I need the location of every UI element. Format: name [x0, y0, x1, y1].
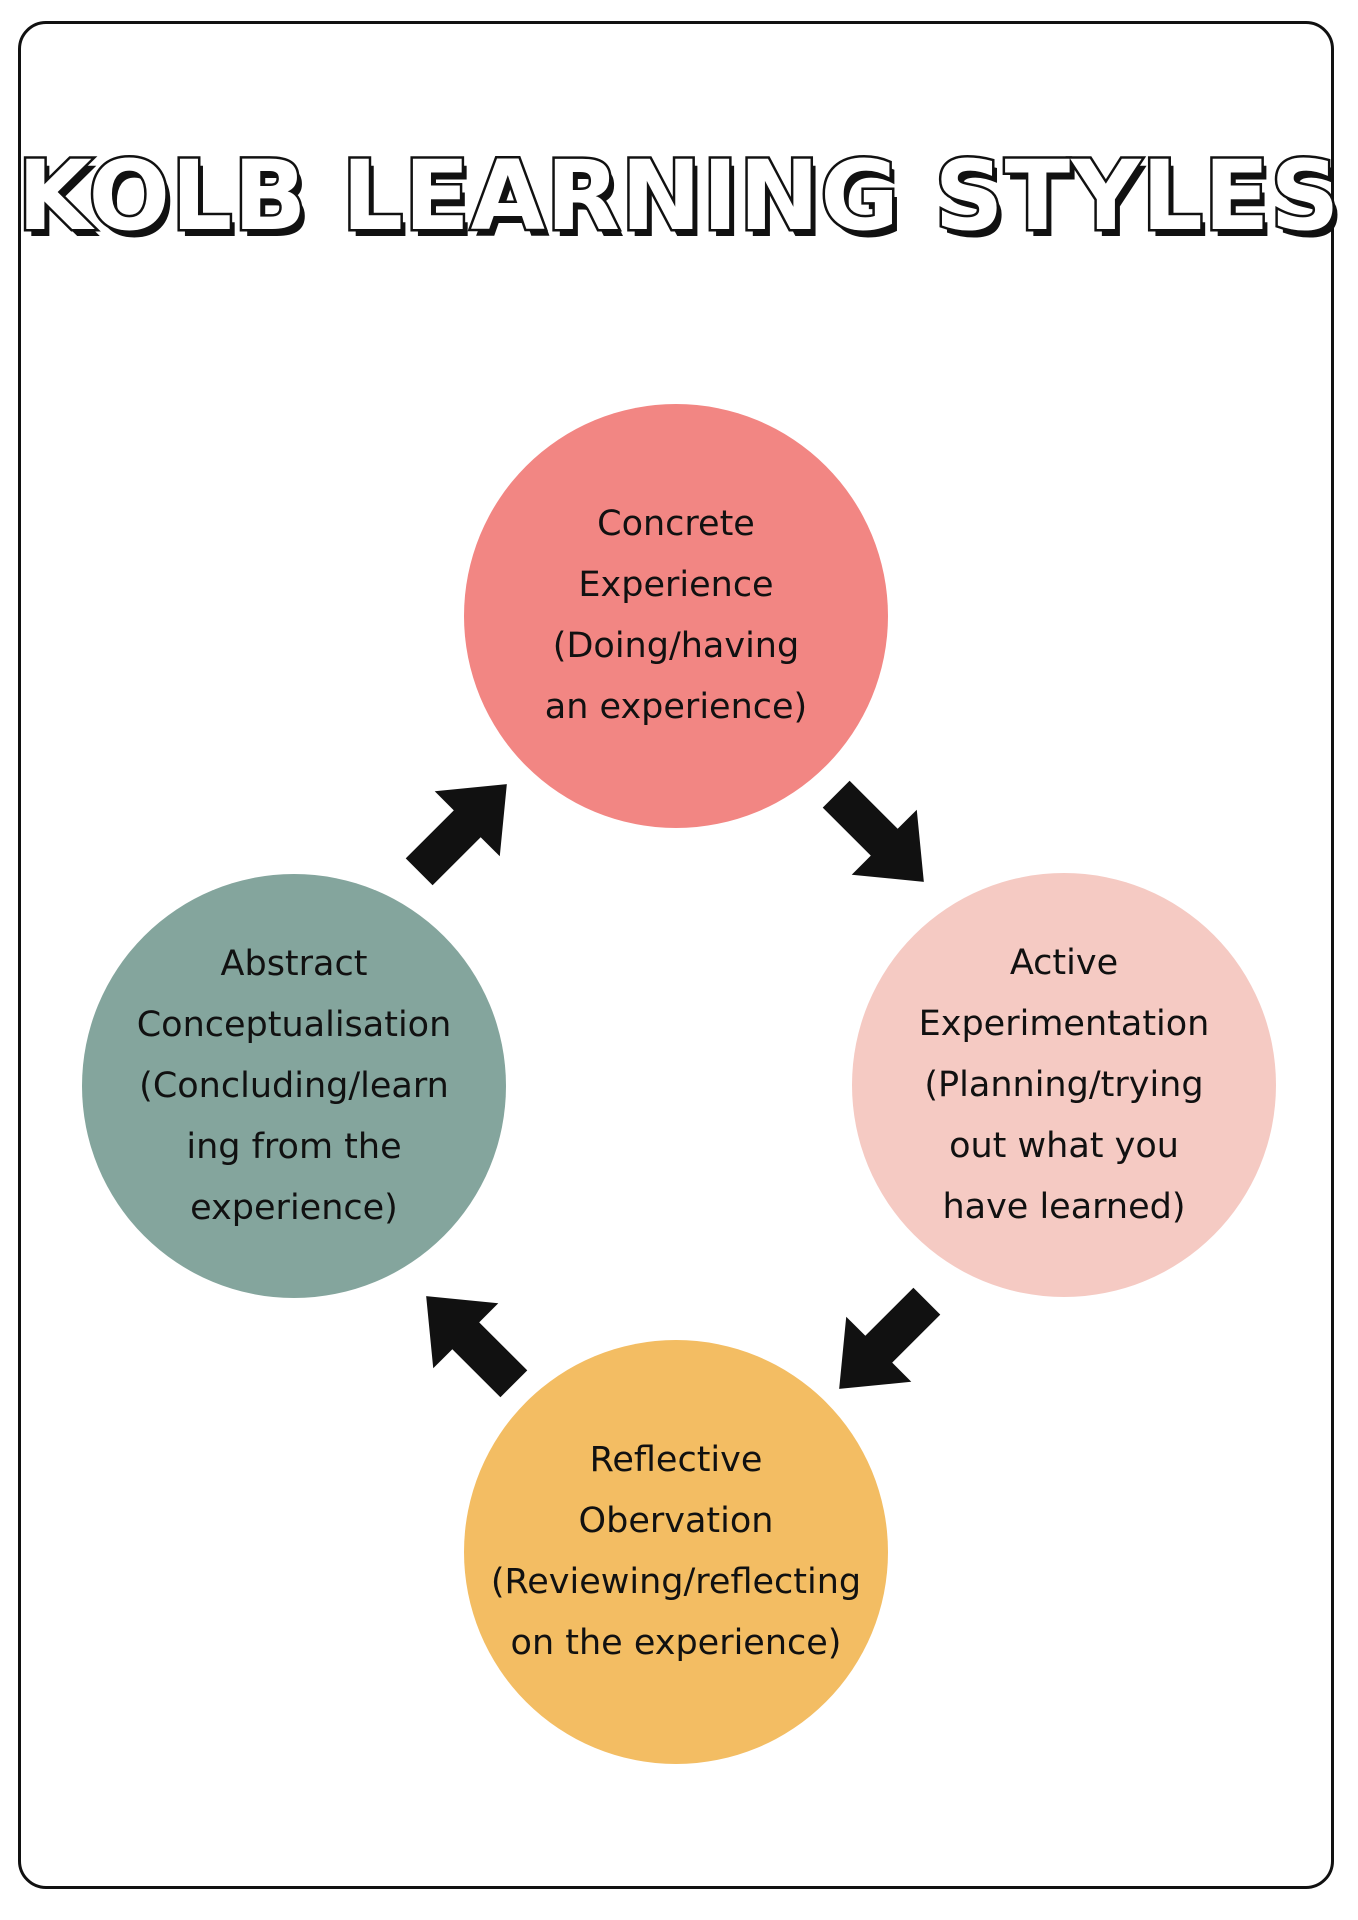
abstract-conceptualisation-label: Abstract Conceptualisation (Concluding/l… [137, 934, 452, 1239]
reflective-observation-label: Reflective Obervation (Reviewing/reflect… [491, 1430, 861, 1674]
node-line: Active [1009, 942, 1119, 983]
node-line: Abstract [220, 943, 368, 984]
node-line: Experimentation [918, 1003, 1210, 1044]
page-title: KOLB LEARNING STYLES [15, 140, 1342, 252]
arrow-active-to-reflective-icon [839, 1287, 941, 1389]
node-line: experience) [190, 1187, 398, 1228]
node-line: (Planning/trying [924, 1064, 1204, 1105]
concrete-experience-node: Concrete Experience (Doing/having an exp… [464, 404, 888, 828]
abstract-conceptualisation-node: Abstract Conceptualisation (Concluding/l… [82, 874, 506, 1298]
concrete-experience-label: Concrete Experience (Doing/having an exp… [545, 494, 807, 738]
node-line: Conceptualisation [136, 1004, 452, 1045]
active-experimentation-node: Active Experimentation (Planning/trying … [852, 873, 1276, 1297]
arrow-abstract-to-concrete-icon [405, 784, 507, 886]
arrow-reflective-to-abstract-icon [426, 1296, 528, 1398]
active-experimentation-label: Active Experimentation (Planning/trying … [919, 933, 1210, 1238]
node-line: out what you [949, 1125, 1179, 1166]
node-line: on the experience) [510, 1623, 842, 1663]
node-line: Concrete [597, 504, 755, 544]
node-line: (Doing/having [552, 626, 800, 666]
node-line: (Reviewing/reflecting [490, 1562, 862, 1602]
node-line: ing from the [186, 1126, 402, 1167]
arrow-concrete-to-active-icon [822, 780, 924, 882]
node-line: Experience [578, 565, 774, 605]
node-line: Reflective [589, 1440, 763, 1480]
node-line: Obervation [578, 1501, 774, 1541]
node-line: (Concluding/learn [139, 1065, 449, 1106]
node-line: an experience) [544, 687, 808, 727]
reflective-observation-node: Reflective Obervation (Reviewing/reflect… [464, 1340, 888, 1764]
node-line: have learned) [942, 1186, 1186, 1227]
